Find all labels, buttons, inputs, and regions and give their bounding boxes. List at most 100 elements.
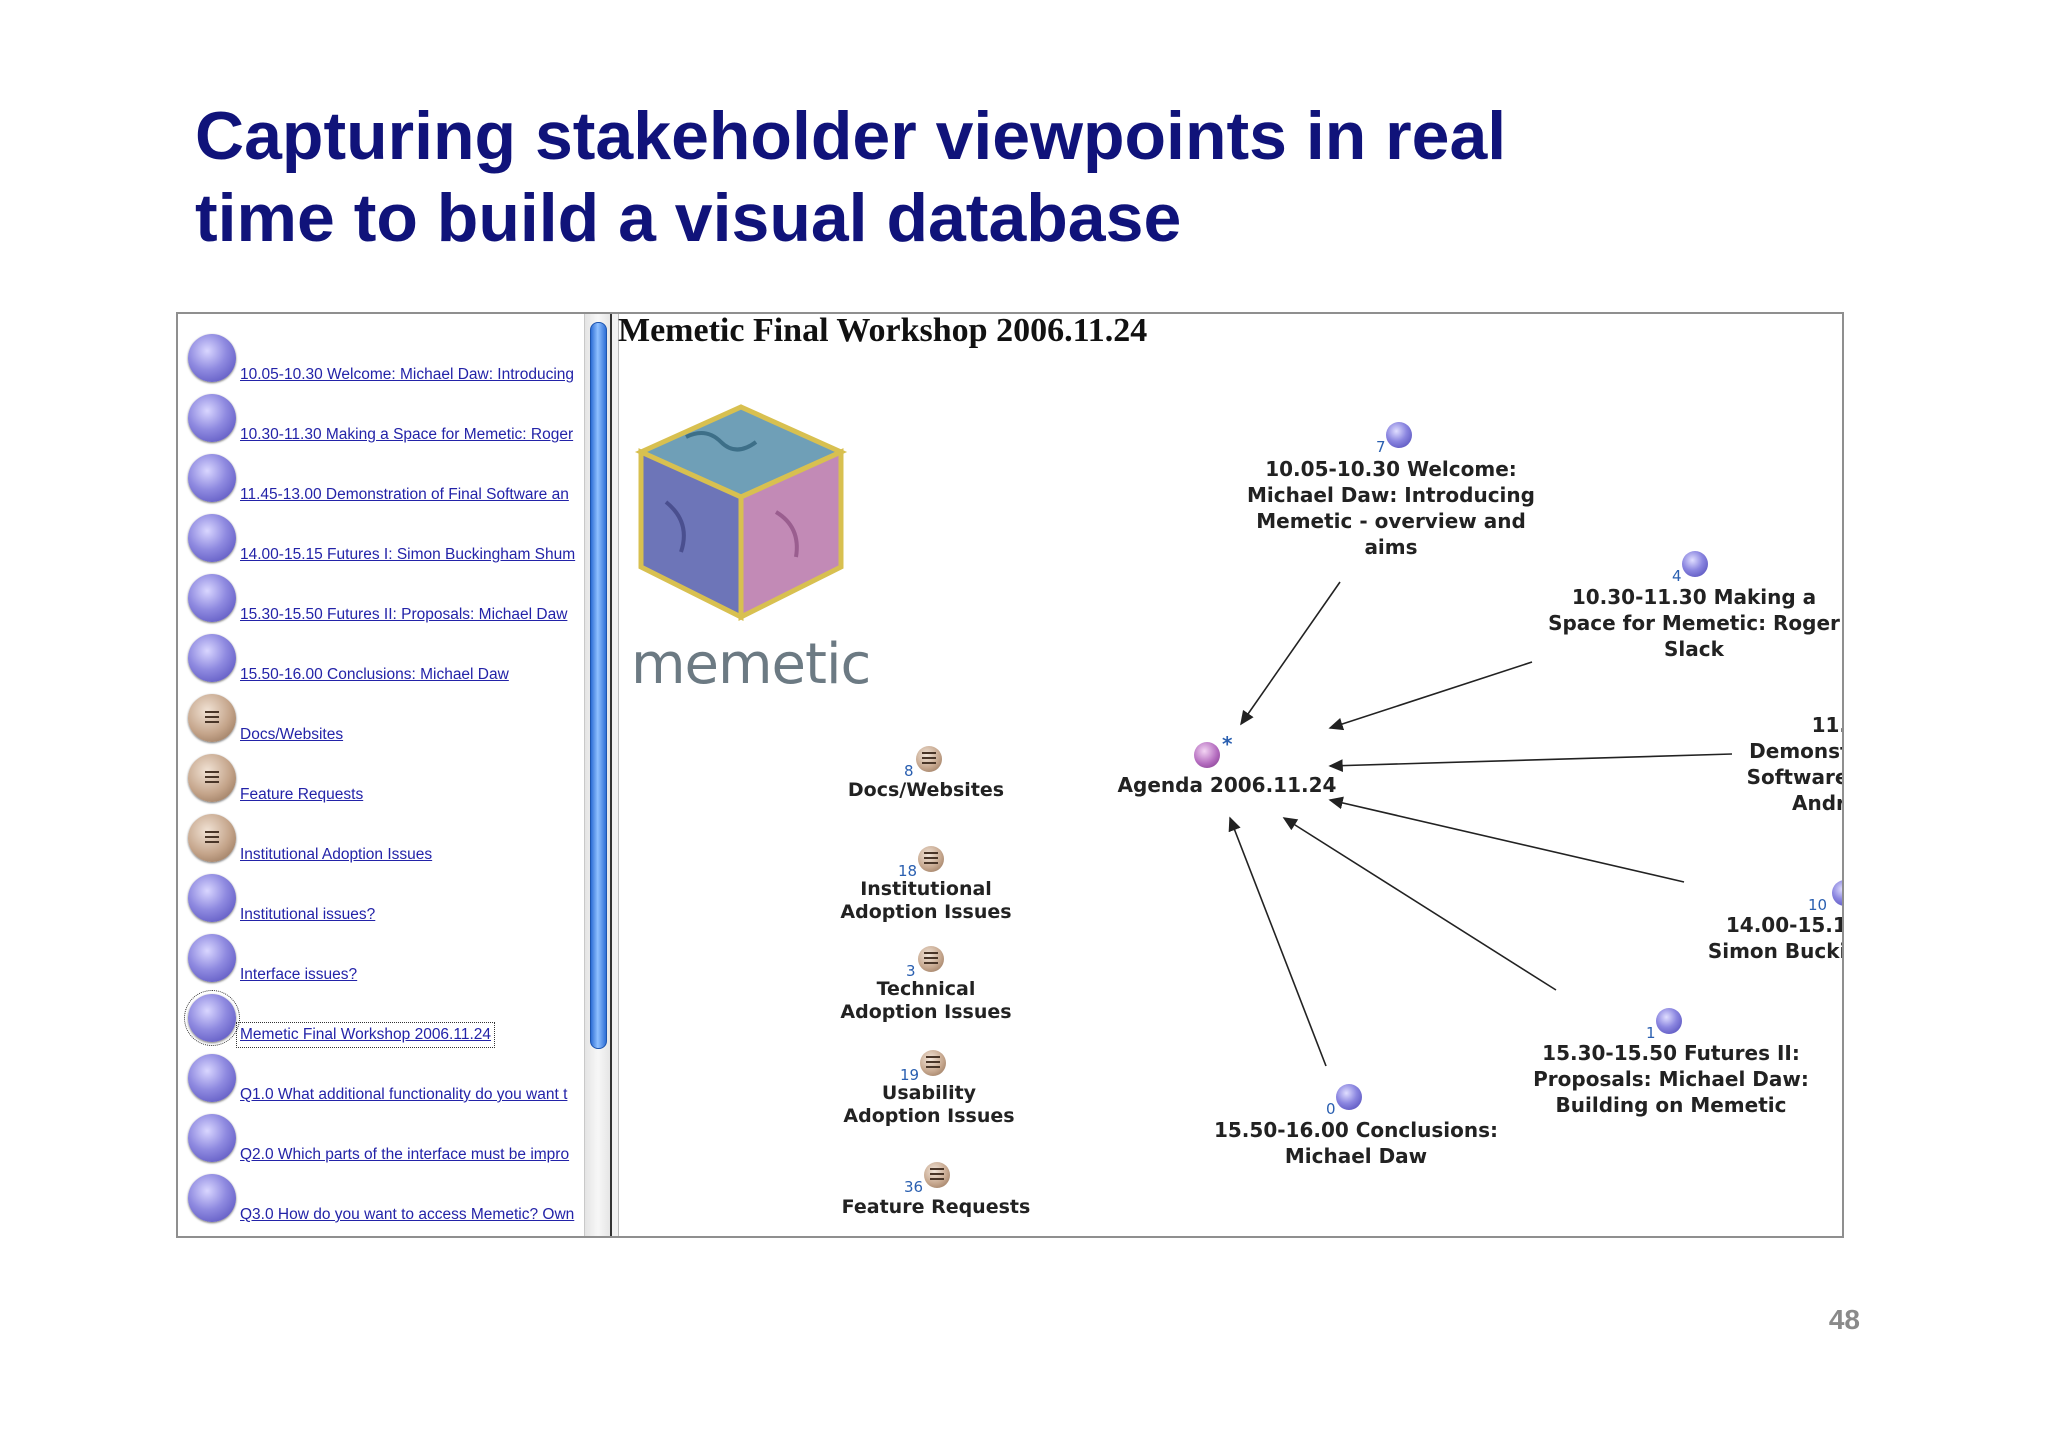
agenda-node-label[interactable]: Agenda 2006.11.24 bbox=[1117, 773, 1337, 797]
list-item[interactable]: 15.30-15.50 Futures II: Proposals: Micha… bbox=[178, 568, 588, 628]
node-label-line: 11.45-13.00 bbox=[1811, 713, 1842, 737]
map-node-icon bbox=[188, 514, 236, 562]
map-node-icon bbox=[188, 934, 236, 982]
node-count: 3 bbox=[906, 962, 916, 980]
list-item-label[interactable]: 15.50-16.00 Conclusions: Michael Daw bbox=[240, 666, 509, 683]
list-item[interactable]: Feature Requests bbox=[178, 748, 588, 808]
node-label-line: Demonstration of Final bbox=[1749, 739, 1842, 763]
node-label-line: Institutional bbox=[860, 878, 992, 900]
node-count: 36 bbox=[904, 1178, 924, 1196]
map-node-icon bbox=[188, 394, 236, 442]
list-node-institutional[interactable]: Institutional Adoption Issues bbox=[806, 878, 1046, 924]
list-item-label[interactable]: Memetic Final Workshop 2006.11.24 bbox=[236, 1022, 495, 1048]
map-node-icon[interactable] bbox=[1656, 1008, 1682, 1034]
node-label-line: Simon Buckingham Shum bbox=[1707, 939, 1844, 963]
list-node-icon[interactable] bbox=[916, 746, 942, 772]
session-node-futures-2[interactable]: 15.30-15.50 Futures II: Proposals: Micha… bbox=[1516, 1040, 1826, 1118]
node-label-line: Adoption Issues bbox=[840, 901, 1012, 923]
list-item-label[interactable]: 14.00-15.15 Futures I: Simon Buckingham … bbox=[240, 546, 576, 563]
slide-title-line-2: time to build a visual database bbox=[195, 180, 1182, 256]
map-node-icon bbox=[188, 574, 236, 622]
list-item[interactable]: 11.45-13.00 Demonstration of Final Softw… bbox=[178, 448, 588, 508]
list-node-icon[interactable] bbox=[924, 1162, 950, 1188]
memetic-logo-cube bbox=[634, 404, 848, 622]
node-label-line: aims bbox=[1364, 535, 1418, 559]
list-item-label[interactable]: 10.30-11.30 Making a Space for Memetic: … bbox=[240, 426, 574, 443]
node-label-line: Building on Memetic bbox=[1555, 1093, 1787, 1117]
session-node-demonstration[interactable]: 11.45-13.00 Demonstration of Final Softw… bbox=[1729, 712, 1844, 816]
list-item[interactable]: Q2.0 Which parts of the interface must b… bbox=[178, 1108, 588, 1168]
link-welcome bbox=[1240, 581, 1341, 726]
map-node-icon[interactable] bbox=[1336, 1084, 1362, 1110]
node-count: 7 bbox=[1376, 438, 1386, 456]
link-demonstration bbox=[1328, 753, 1733, 773]
map-title: Memetic Final Workshop 2006.11.24 bbox=[618, 312, 1148, 349]
list-item-label[interactable]: Institutional issues? bbox=[240, 906, 376, 923]
list-item-label[interactable]: Docs/Websites bbox=[240, 726, 344, 743]
list-item[interactable]: Q3.0 How do you want to access Memetic? … bbox=[178, 1168, 588, 1228]
node-label-line: Proposals: Michael Daw: bbox=[1533, 1067, 1809, 1091]
page-number: 48 bbox=[1828, 1304, 1860, 1335]
session-node-futures-1[interactable]: 14.00-15.15 Futures I: Simon Buckingham … bbox=[1691, 912, 1844, 964]
map-node-icon bbox=[188, 1054, 236, 1102]
node-count: 10 bbox=[1808, 896, 1828, 914]
node-label-line: Slack bbox=[1664, 637, 1724, 661]
map-links bbox=[1228, 581, 1733, 1067]
list-item[interactable]: 10.05-10.30 Welcome: Michael Daw: Introd… bbox=[178, 328, 588, 388]
list-item[interactable]: Docs/Websites bbox=[178, 688, 588, 748]
node-label-line: Memetic - overview and bbox=[1256, 509, 1526, 533]
list-item[interactable]: 10.30-11.30 Making a Space for Memetic: … bbox=[178, 388, 588, 448]
session-node-conclusions[interactable]: 15.50-16.00 Conclusions: Michael Daw bbox=[1196, 1117, 1516, 1169]
list-node-technical[interactable]: Technical Adoption Issues bbox=[806, 978, 1046, 1024]
node-count: 4 bbox=[1672, 567, 1682, 585]
link-futures-1 bbox=[1328, 796, 1685, 883]
map-view: Memetic Final Workshop 2006.11.24 memeti… bbox=[616, 314, 1842, 1236]
map-node-icon[interactable] bbox=[1832, 880, 1842, 906]
list-item-label[interactable]: 10.05-10.30 Welcome: Michael Daw: Introd… bbox=[240, 366, 574, 383]
list-node-usability[interactable]: Usability Adoption Issues bbox=[809, 1082, 1049, 1128]
list-item[interactable]: Q1.0 What additional functionality do yo… bbox=[178, 1048, 588, 1108]
node-label-line: Technical bbox=[876, 978, 976, 1000]
node-label-line: Andrew Rowley bbox=[1792, 791, 1842, 815]
list-node-feature-requests[interactable]: Feature Requests bbox=[816, 1194, 1056, 1220]
pane-splitter[interactable] bbox=[610, 314, 619, 1236]
node-list: 10.05-10.30 Welcome: Michael Daw: Introd… bbox=[178, 314, 588, 1236]
list-node-icon[interactable] bbox=[918, 946, 944, 972]
session-node-welcome[interactable]: 10.05-10.30 Welcome: Michael Daw: Introd… bbox=[1241, 456, 1541, 560]
map-node-icon bbox=[184, 990, 240, 1046]
list-item[interactable]: Interface issues? bbox=[178, 928, 588, 988]
list-item-label[interactable]: Q1.0 What additional functionality do yo… bbox=[240, 1086, 568, 1103]
list-item-label[interactable]: 11.45-13.00 Demonstration of Final Softw… bbox=[240, 486, 569, 503]
list-node-icon[interactable] bbox=[918, 846, 944, 872]
node-label-line: 15.30-15.50 Futures II: bbox=[1542, 1041, 1800, 1065]
list-item[interactable]: Institutional issues? bbox=[178, 868, 588, 928]
agenda-node-icon[interactable] bbox=[1194, 742, 1220, 768]
list-item-label[interactable]: Q2.0 Which parts of the interface must b… bbox=[240, 1146, 570, 1163]
list-node-docs[interactable]: Docs/Websites bbox=[806, 777, 1046, 803]
vertical-scrollbar[interactable] bbox=[584, 314, 611, 1236]
list-item-label[interactable]: Institutional Adoption Issues bbox=[240, 846, 433, 863]
node-label-line: Adoption Issues bbox=[840, 1001, 1012, 1023]
list-node-icon[interactable] bbox=[920, 1050, 946, 1076]
map-node-icon[interactable] bbox=[1386, 422, 1412, 448]
list-item[interactable]: 15.50-16.00 Conclusions: Michael Daw bbox=[178, 628, 588, 688]
node-label-line: 15.50-16.00 Conclusions: bbox=[1213, 1118, 1499, 1142]
list-item-label[interactable]: Interface issues? bbox=[240, 966, 358, 983]
node-label-line: Michael Daw: Introducing bbox=[1247, 483, 1535, 507]
session-node-making-space[interactable]: 10.30-11.30 Making a Space for Memetic: … bbox=[1534, 584, 1842, 662]
list-item-selected[interactable]: Memetic Final Workshop 2006.11.24 bbox=[178, 988, 588, 1048]
node-count: 0 bbox=[1326, 1100, 1336, 1118]
map-node-icon[interactable] bbox=[1682, 551, 1708, 577]
node-label-line: Software and Features: bbox=[1746, 765, 1844, 789]
list-item-label[interactable]: Feature Requests bbox=[240, 786, 364, 803]
compendium-window: 10.05-10.30 Welcome: Michael Daw: Introd… bbox=[176, 312, 1844, 1238]
slide-title-line-1: Capturing stakeholder viewpoints in real bbox=[195, 98, 1507, 174]
map-node-icon bbox=[188, 874, 236, 922]
list-node-icon bbox=[188, 814, 236, 862]
node-count: 1 bbox=[1646, 1024, 1656, 1042]
list-item-label[interactable]: Q3.0 How do you want to access Memetic? … bbox=[240, 1206, 575, 1223]
list-item[interactable]: 14.00-15.15 Futures I: Simon Buckingham … bbox=[178, 508, 588, 568]
list-item[interactable]: Institutional Adoption Issues bbox=[178, 808, 588, 868]
scrollbar-thumb[interactable] bbox=[590, 322, 607, 1049]
list-item-label[interactable]: 15.30-15.50 Futures II: Proposals: Micha… bbox=[240, 606, 568, 623]
